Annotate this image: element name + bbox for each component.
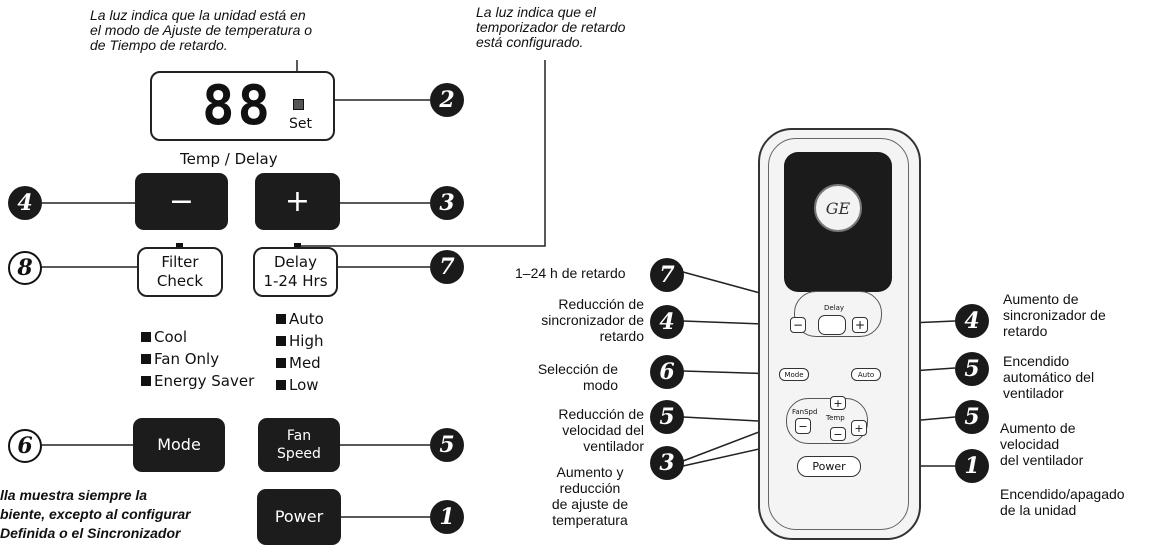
remote-delay-cluster	[794, 291, 882, 337]
callout-1-remote-power: 1	[955, 449, 989, 483]
display-panel: 88 Set	[150, 71, 335, 141]
remote-delay-button[interactable]	[818, 315, 846, 335]
callout-2-display: 2	[430, 83, 464, 117]
callout-5-remote-auto: 5	[955, 352, 989, 386]
label-temp-adjust: Aumento y reducción de ajuste de tempera…	[551, 464, 629, 528]
fan-indicator-med: Med	[276, 352, 324, 374]
remote-fan-speed-label: FanSpd	[792, 408, 818, 416]
mode-indicator-energy-saver: Energy Saver	[141, 370, 254, 392]
label-fan-up: Aumento de velocidad del ventilador	[1000, 420, 1084, 468]
callout-5-fan-speed: 5	[430, 428, 464, 462]
remote-fan-temp-cluster	[786, 398, 868, 444]
mode-indicator-list: Cool Fan Only Energy Saver	[141, 326, 254, 392]
label-power-onoff: Encendido/apagado de la unidad	[1000, 486, 1125, 518]
callout-6-remote-mode: 6	[650, 355, 684, 389]
display-note: lla muestra siempre la biente, excepto a…	[0, 487, 191, 541]
filter-indicator-light	[176, 243, 183, 248]
fan-indicator-high: High	[276, 330, 324, 352]
label-auto-fan: Encendido automático del ventilador	[1003, 353, 1095, 401]
callout-7-delay: 7	[430, 250, 464, 284]
temp-delay-label: Temp / Delay	[180, 150, 278, 168]
set-indicator-light	[293, 99, 304, 110]
remote-temp-label: Temp	[826, 414, 845, 422]
delay-button[interactable]: Delay 1-24 Hrs	[253, 247, 338, 297]
remote-logo-panel: GE	[784, 152, 892, 292]
remote-auto-button[interactable]: Auto	[851, 368, 881, 381]
remote-delay-plus-button[interactable]: +	[852, 317, 868, 333]
callout-4-remote-delay-up: 4	[955, 304, 989, 338]
callout-8-filter: 8	[8, 251, 42, 285]
callout-3-remote-temp: 3	[650, 446, 684, 480]
callout-4-remote-delay-down: 4	[650, 305, 684, 339]
remote-mode-button[interactable]: Mode	[779, 368, 809, 381]
remote-temp-plus-button[interactable]: +	[830, 396, 846, 410]
remote-inner-rim	[768, 138, 909, 530]
delay-indicator-light	[294, 243, 301, 248]
callout-6-mode: 6	[8, 429, 42, 463]
delay-light-note: La luz indica que el temporizador de ret…	[476, 4, 626, 50]
callout-7-remote-delay: 7	[650, 258, 684, 292]
set-label: Set	[289, 116, 312, 132]
display-digits: 88	[202, 74, 274, 137]
ge-logo: GE	[814, 184, 862, 232]
mode-button[interactable]: Mode	[133, 418, 225, 472]
remote-delay-label: Delay	[824, 304, 845, 312]
fan-indicator-list: Auto High Med Low	[276, 308, 324, 396]
remote-fan-plus-button[interactable]: +	[851, 420, 867, 436]
mode-indicator-fan-only: Fan Only	[141, 348, 254, 370]
label-mode-select: Selección de modo	[537, 361, 618, 393]
power-button[interactable]: Power	[257, 489, 341, 545]
callout-5-remote-fan-down: 5	[650, 400, 684, 434]
temp-plus-button[interactable]: +	[255, 173, 340, 230]
filter-check-button[interactable]: Filter Check	[137, 247, 223, 297]
label-delay-up: Aumento de sincronizador de retardo	[1003, 291, 1106, 339]
temp-minus-button[interactable]: −	[135, 173, 228, 230]
callout-5-remote-fan-up: 5	[955, 400, 989, 434]
remote-fan-minus-button[interactable]: −	[795, 418, 811, 434]
label-delay-range: 1–24 h de retardo	[515, 265, 626, 281]
remote-body: GE	[758, 128, 921, 540]
set-light-note: La luz indica que la unidad está en el m…	[90, 7, 313, 53]
remote-delay-minus-button[interactable]: −	[790, 317, 806, 333]
fan-indicator-auto: Auto	[276, 308, 324, 330]
label-delay-down: Reducción de sincronizador de retardo	[541, 296, 644, 344]
fan-indicator-low: Low	[276, 374, 324, 396]
remote-power-button[interactable]: Power	[797, 456, 861, 477]
callout-3-plus: 3	[430, 186, 464, 220]
label-fan-down: Reducción de velocidad del ventilador	[558, 406, 644, 454]
mode-indicator-cool: Cool	[141, 326, 254, 348]
callout-1-power: 1	[430, 500, 464, 534]
fan-speed-button[interactable]: Fan Speed	[258, 418, 340, 472]
callout-4-minus: 4	[8, 186, 42, 220]
remote-temp-minus-button[interactable]: −	[830, 427, 846, 441]
